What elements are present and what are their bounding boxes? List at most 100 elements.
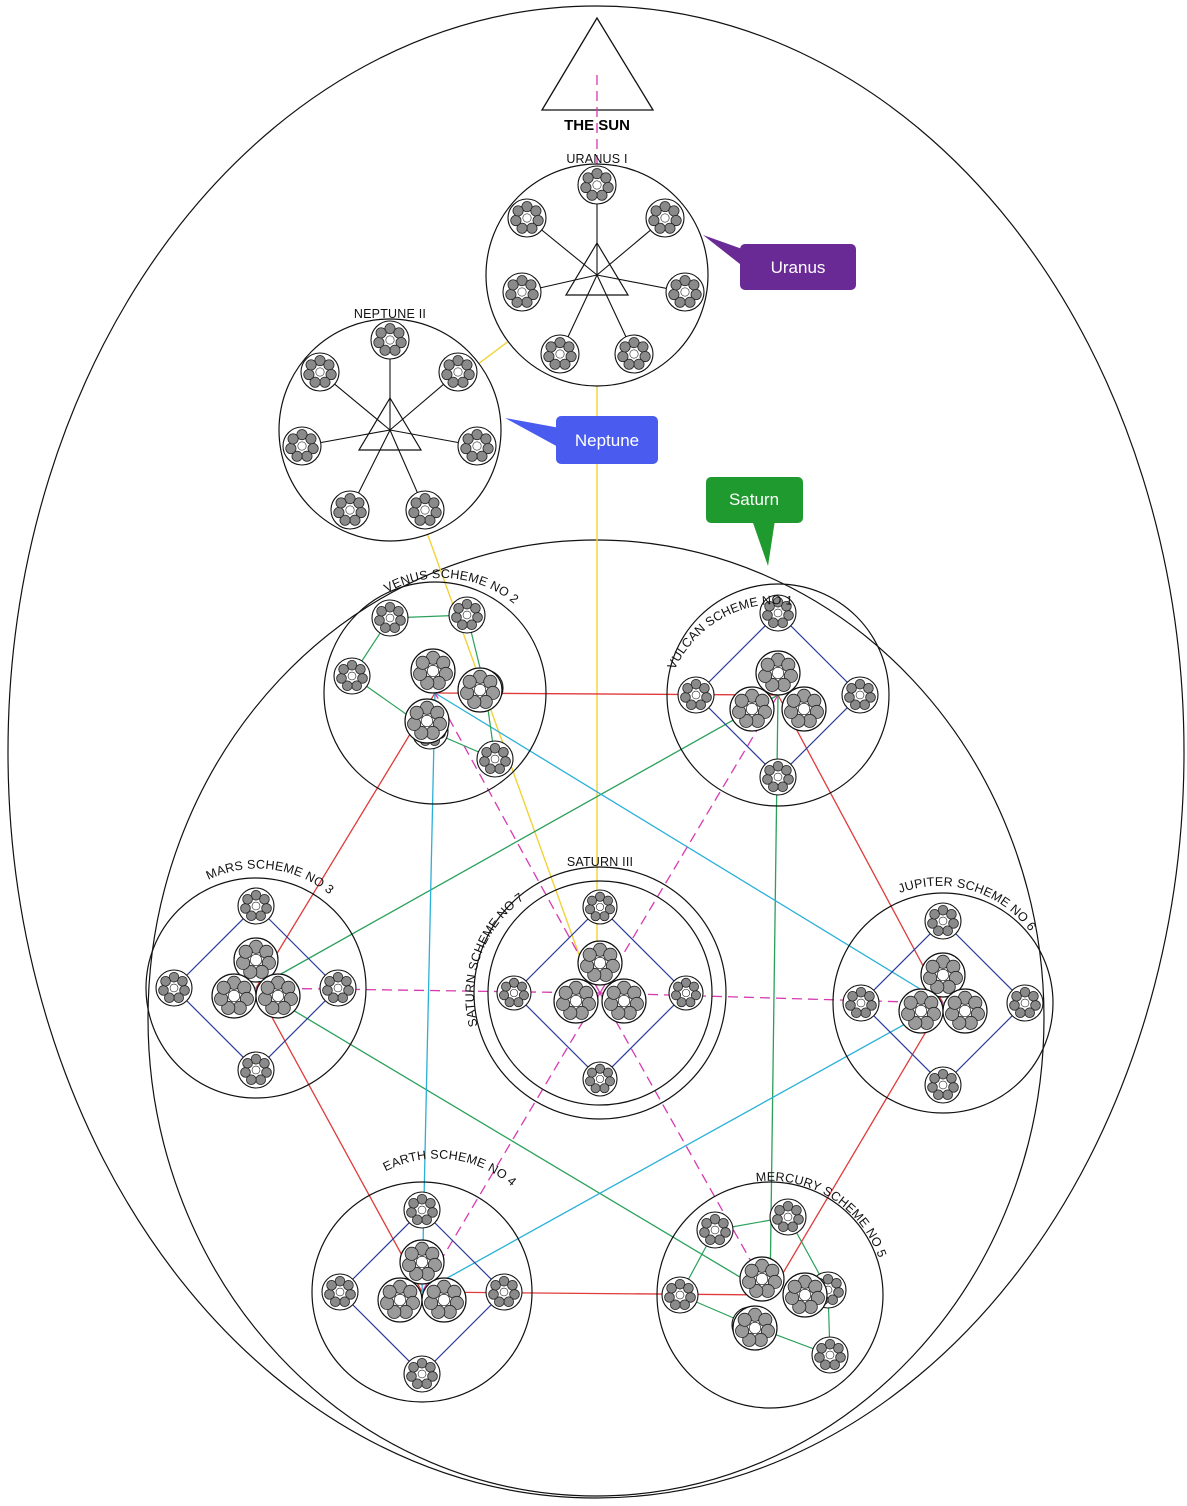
rosette-petal xyxy=(412,1214,423,1225)
rosette-petal xyxy=(714,1234,725,1245)
rosette-core xyxy=(675,1290,685,1300)
rosette-petal xyxy=(408,1198,419,1209)
rosette-core xyxy=(783,1212,793,1222)
uranus-rosette xyxy=(577,165,617,205)
saturn-callout-text: Saturn xyxy=(729,490,779,509)
rosette-petal xyxy=(559,358,571,370)
big-rosette xyxy=(601,978,647,1024)
rosette-petal xyxy=(937,1068,949,1080)
cyan-chain-line xyxy=(434,692,944,1004)
rosette-petal xyxy=(490,1280,501,1291)
rosette-petal xyxy=(937,904,949,916)
rosette-petal xyxy=(718,1218,729,1229)
rosette-petal xyxy=(787,1221,798,1232)
rosette-petal xyxy=(504,997,515,1008)
big-rosette-core xyxy=(771,666,785,680)
rosette-petal xyxy=(516,275,528,287)
rosette-petal xyxy=(701,692,712,703)
rosette-core xyxy=(592,180,602,190)
jupiter-rosette xyxy=(1006,984,1044,1022)
rosette-petal xyxy=(395,337,407,349)
rosette-petal xyxy=(599,911,610,922)
rosette-petal xyxy=(503,1296,514,1307)
rosette-petal xyxy=(410,497,422,509)
rosette-petal xyxy=(527,289,539,301)
uranus-rosette xyxy=(502,272,542,312)
rosette-core xyxy=(522,213,532,223)
rosette-petal xyxy=(341,976,352,987)
rosette-petal xyxy=(791,1205,802,1216)
rosette-petal xyxy=(414,514,426,526)
magenta-dashed-line xyxy=(599,992,944,1004)
green-chain-line xyxy=(255,987,771,1296)
rosette-petal xyxy=(666,1283,677,1294)
uranus-rosette xyxy=(645,198,685,238)
rosette-petal xyxy=(324,976,335,987)
rosette-petal xyxy=(395,615,406,626)
rosette-petal xyxy=(650,205,662,217)
rosette-petal xyxy=(330,1296,341,1307)
rosette-petal xyxy=(343,985,354,996)
rosette-petal xyxy=(314,355,326,367)
rosette-petal xyxy=(587,895,598,906)
big-rosette-core xyxy=(249,953,263,967)
rosette-petal xyxy=(595,1063,605,1074)
rosette-petal xyxy=(441,369,453,381)
rosette-petal xyxy=(633,358,645,370)
jupiter-scheme-label: JUPITER SCHEME NO 6 xyxy=(896,875,1038,934)
rosette-petal xyxy=(425,1362,436,1373)
rosette-petal xyxy=(585,904,596,915)
rosette-petal xyxy=(261,903,272,914)
rosette-petal xyxy=(481,747,492,758)
rosette-petal xyxy=(590,1083,601,1094)
big-rosette-core xyxy=(415,1255,429,1269)
rosette-petal xyxy=(287,433,299,445)
rosette-petal xyxy=(355,664,366,675)
rosette-petal xyxy=(339,514,351,526)
rosette-core xyxy=(595,1074,605,1084)
rosette-petal xyxy=(488,1289,499,1300)
rosette-petal xyxy=(778,1221,789,1232)
rosette-core xyxy=(499,1287,509,1297)
rosette-core xyxy=(417,1369,427,1379)
rosette-petal xyxy=(516,981,527,992)
jupiter-rosette xyxy=(924,1066,962,1104)
rosette-petal xyxy=(946,1073,957,1084)
rosette-petal xyxy=(505,289,517,301)
rosette-petal xyxy=(602,1067,613,1078)
rosette-petal xyxy=(242,894,253,905)
rosette-petal xyxy=(1030,1000,1041,1011)
rosette-petal xyxy=(580,182,592,194)
mars-rosette xyxy=(237,1051,275,1089)
big-rosette-core xyxy=(914,1004,928,1018)
rosette-petal xyxy=(470,603,481,614)
saturn-inner-ring xyxy=(487,880,713,1106)
rosette-core xyxy=(169,983,179,993)
rosette-core xyxy=(1020,998,1030,1008)
earth-circle xyxy=(311,1181,533,1403)
rosette-petal xyxy=(259,894,270,905)
rosette-petal xyxy=(466,619,477,630)
rosette-petal xyxy=(774,1205,785,1216)
rosette-petal xyxy=(695,699,706,710)
rosette-petal xyxy=(782,1200,794,1212)
rosette-petal xyxy=(679,275,691,287)
rosette-petal xyxy=(500,756,511,767)
rosette-petal xyxy=(772,760,784,772)
jupiter-rosette xyxy=(842,984,880,1022)
rosette-petal xyxy=(768,781,779,792)
neptune-rosette xyxy=(300,352,340,392)
rosette-petal xyxy=(328,992,339,1003)
saturn-rosette xyxy=(668,975,704,1011)
rosette-petal xyxy=(305,359,317,371)
neptune-rosette xyxy=(282,426,322,466)
rosette-petal xyxy=(324,1289,335,1300)
rosette-petal xyxy=(948,918,959,929)
rosette-petal xyxy=(451,612,462,623)
big-rosette xyxy=(920,952,966,998)
rosette-petal xyxy=(764,765,775,776)
rosette-core xyxy=(315,367,325,377)
mars-rosette xyxy=(237,887,275,925)
rosette-petal xyxy=(389,344,401,356)
